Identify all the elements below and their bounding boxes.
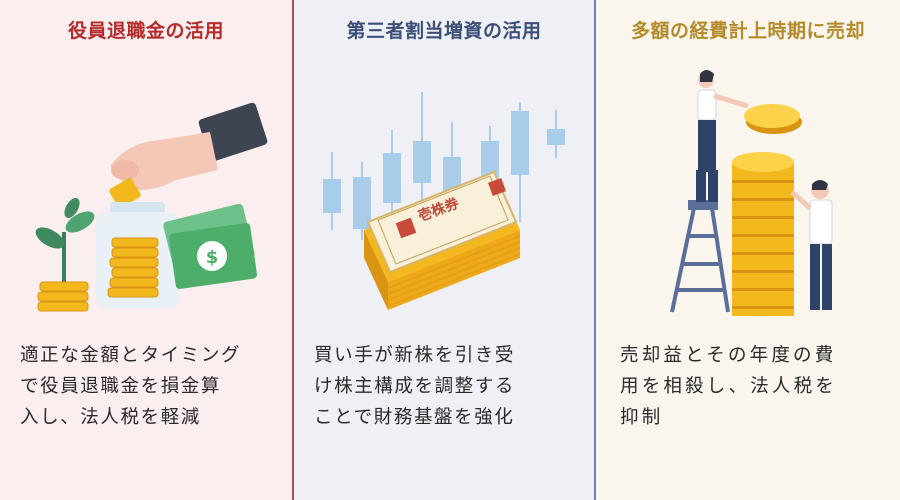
man-figure (790, 180, 833, 310)
panel-description: 適正な金額とタイミング で役員退職金を損金算 入し、法人税を軽減 (20, 340, 278, 433)
retirement-bonus-illustration: $ (0, 62, 292, 332)
panel-title: 役員退職金の活用 (67, 20, 224, 42)
panel-sale-timing: 多額の経費計上時期に売却 (594, 0, 900, 500)
stock-certificate-stack: 壱株券 (364, 170, 521, 310)
coin-icon (109, 178, 141, 208)
coin-icon (744, 104, 802, 134)
stock-certificate-illustration: 壱株券 (294, 62, 594, 332)
seal-stamp (395, 217, 417, 239)
svg-text:$: $ (206, 247, 219, 268)
description-line: け株主構成を調整する (314, 376, 516, 397)
panel-description: 売却益とその年度の費 用を相殺し、法人税を 抑制 (620, 340, 886, 433)
panel-retirement-bonus: 役員退職金の活用 (0, 0, 292, 500)
dollar-bill-icon: $ (163, 203, 257, 289)
hand-icon (110, 102, 268, 190)
description-line: 買い手が新株を引き受 (314, 345, 516, 366)
description-line: 売却益とその年度の費 (620, 345, 837, 366)
description-line: 適正な金額とタイミング (20, 345, 242, 366)
seal-stamp (488, 178, 506, 196)
panel-description: 買い手が新株を引き受 け株主構成を調整する ことで財務基盤を強化 (314, 340, 580, 433)
panel-third-party-allotment: 第三者割当増資の活用 (292, 0, 594, 500)
panel-title: 第三者割当増資の活用 (346, 20, 542, 42)
coin-stack-icon (37, 281, 89, 312)
description-line: 用を相殺し、法人税を (620, 376, 838, 397)
coin-tower-icon (732, 152, 794, 316)
ladder-icon (670, 200, 730, 313)
description-line: ことで財務基盤を強化 (314, 407, 515, 428)
sprout-icon (35, 198, 95, 282)
panel-title: 多額の経費計上時期に売却 (630, 20, 865, 42)
coin-stack-illustration (596, 62, 900, 332)
description-line: 抑制 (620, 407, 664, 428)
description-line: で役員退職金を損金算 (20, 376, 222, 397)
woman-figure (696, 70, 749, 202)
jar-icon (96, 202, 180, 308)
description-line: 入し、法人税を軽減 (20, 407, 201, 428)
